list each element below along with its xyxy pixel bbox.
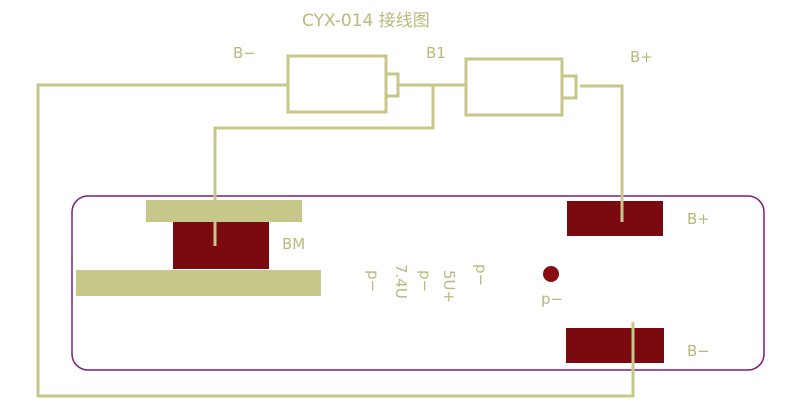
- battery-cell-1-terminal: [384, 72, 400, 98]
- rotated-label-5: p−: [364, 270, 382, 292]
- wire-bm: [213, 86, 435, 245]
- p-minus-hole: [543, 266, 559, 282]
- wire-b-minus-loop: [36, 83, 635, 398]
- bm-label: BM: [282, 235, 305, 253]
- battery-b-plus-label: B+: [630, 48, 653, 66]
- pcb-board-outline: [71, 195, 765, 371]
- battery-b1-label: B1: [426, 44, 446, 62]
- rotated-label-4: 7.4U: [392, 264, 410, 299]
- battery-cell-2-terminal: [560, 74, 578, 100]
- bm-pad: [173, 222, 269, 269]
- battery-b-minus-label: B−: [233, 44, 256, 62]
- bm-lower-bar: [76, 270, 321, 296]
- b-minus-pad-label: B−: [687, 342, 710, 360]
- b-minus-pad: [566, 328, 664, 363]
- b-plus-pad: [567, 201, 663, 236]
- diagram-title: CYX-014 接线图: [302, 11, 430, 31]
- rotated-label-2: 5U+: [440, 270, 458, 303]
- wire-b-plus: [580, 84, 624, 222]
- bm-upper-bar: [146, 200, 302, 222]
- battery-cell-2: [464, 57, 564, 117]
- rotated-label-3: p−: [416, 270, 434, 292]
- b-plus-pad-label: B+: [687, 210, 710, 228]
- p-minus-hole-label: p−: [541, 290, 563, 308]
- rotated-label-1: p−: [472, 264, 490, 286]
- battery-cell-1: [286, 54, 388, 114]
